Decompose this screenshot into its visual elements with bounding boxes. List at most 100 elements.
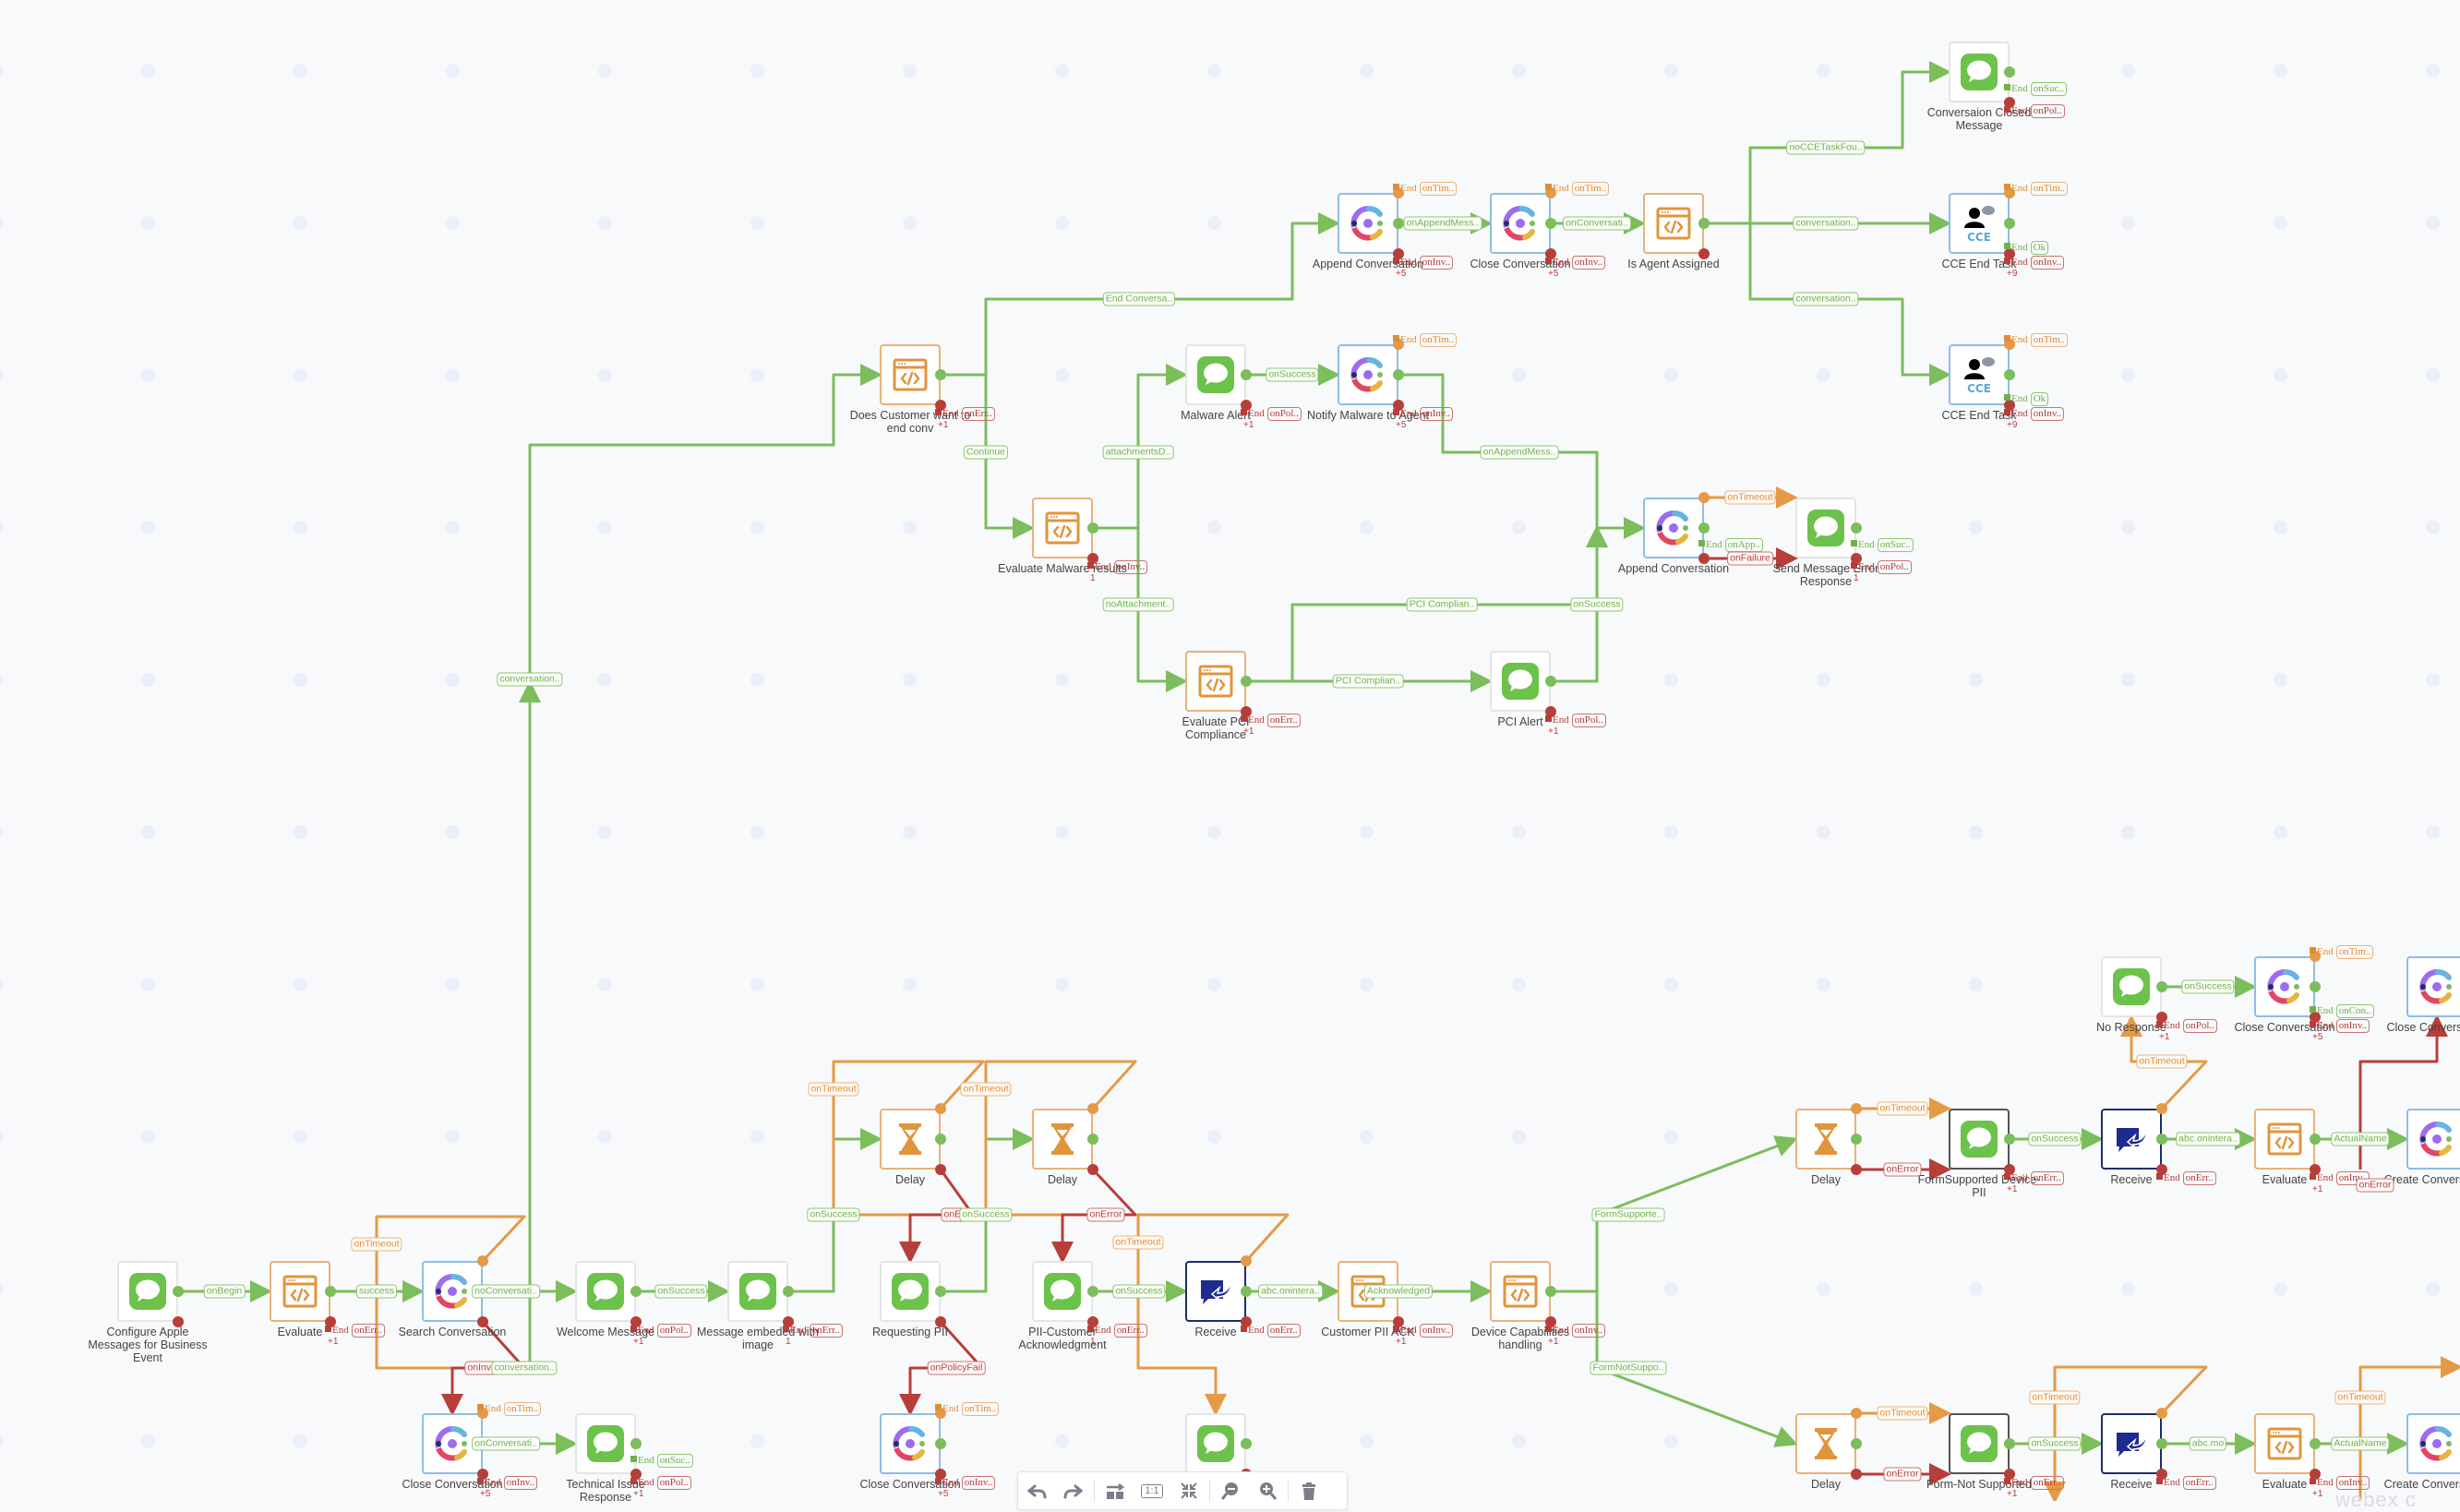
edge-label[interactable]: onTimeout [960,1082,1012,1097]
edge-label[interactable]: onSuccess [959,1207,1013,1222]
flow-node-msg[interactable] [1795,498,1856,558]
success-port[interactable] [2004,1134,2015,1145]
edge-label[interactable]: onTimeout [1877,1406,1928,1421]
actual-size-button[interactable]: 1:1 [1134,1476,1170,1506]
success-port[interactable] [2004,66,2015,78]
edge-label[interactable]: abc.onintera.. [1258,1284,1323,1299]
error-port[interactable] [1698,553,1710,564]
success-port[interactable] [2310,981,2321,992]
zoom-out-button[interactable] [1212,1476,1249,1506]
edge-label[interactable]: conversation.. [497,672,563,687]
error-port[interactable] [2004,248,2015,259]
error-port[interactable] [1851,553,1862,564]
flow-node-conv[interactable] [2406,1109,2460,1170]
edge-label[interactable]: onTimeout [2136,1054,2188,1069]
edge-label[interactable]: onTimeout [808,1082,859,1097]
timeout-port[interactable] [1851,1408,1862,1419]
flow-node-eval[interactable] [270,1261,330,1322]
edge-label[interactable]: onError [1883,1467,1922,1482]
flow-node-delay[interactable] [1032,1109,1093,1170]
success-port[interactable] [2310,1134,2321,1145]
edge-ok[interactable] [1551,525,1608,683]
edge-label[interactable]: onAppendMess.. [1480,445,1559,460]
auto-layout-button[interactable] [1097,1476,1134,1506]
flow-node-eval[interactable] [1490,1261,1551,1322]
flow-node-eval[interactable] [1643,193,1704,254]
flow-node-msg[interactable] [727,1261,788,1322]
error-port[interactable] [1851,1164,1862,1175]
error-port[interactable] [1241,400,1252,411]
edge-label[interactable]: onSuccess [2181,979,2235,994]
edge-ok[interactable] [1551,1135,1798,1293]
flow-node-conv[interactable] [1643,498,1704,558]
timeout-port[interactable] [1393,187,1404,198]
edge-label[interactable]: onTimeout [1877,1101,1928,1116]
error-port[interactable] [630,1316,642,1327]
edge-label[interactable]: Acknowledged [1363,1284,1434,1299]
timeout-port[interactable] [477,1255,488,1266]
timeout-port[interactable] [1851,1103,1862,1114]
flow-node-msg[interactable] [2101,956,2162,1017]
flow-node-eval[interactable] [2254,1413,2315,1474]
success-port[interactable] [1545,1286,1556,1297]
redo-button[interactable] [1055,1476,1092,1506]
error-port[interactable] [1393,248,1404,259]
edge-label[interactable]: onTimeout [1724,490,1776,505]
error-port[interactable] [1851,1469,1862,1480]
success-port[interactable] [2156,1134,2167,1145]
success-port[interactable] [2004,1438,2015,1449]
edge-ok[interactable] [528,364,882,1370]
error-port[interactable] [2004,1469,2015,1480]
edge-label[interactable]: onTimeout [2029,1390,2081,1405]
error-port[interactable] [783,1316,794,1327]
edge-label[interactable]: onError [1883,1162,1922,1177]
flow-node-delay[interactable] [880,1109,941,1170]
error-port[interactable] [325,1316,336,1327]
fit-to-screen-button[interactable] [1170,1476,1207,1506]
error-port[interactable] [2156,1164,2167,1175]
flow-node-msg[interactable] [880,1261,941,1322]
success-port[interactable] [1241,1286,1252,1297]
error-port[interactable] [630,1469,642,1480]
error-port[interactable] [1241,1316,1252,1327]
success-port[interactable] [2310,1438,2321,1449]
edge-label[interactable]: onSuccess [2028,1132,2082,1146]
edge-label[interactable]: onSuccess [1112,1284,1166,1299]
flow-node-msg[interactable] [575,1413,636,1474]
error-port[interactable] [1087,1164,1098,1175]
flow-node-conv[interactable] [2406,1413,2460,1474]
edge-label[interactable]: onTimeout [2334,1390,2386,1405]
error-port[interactable] [935,1316,946,1327]
edge-label[interactable]: conversation.. [1793,216,1859,231]
success-port[interactable] [1698,522,1710,534]
success-port[interactable] [2004,218,2015,229]
error-port[interactable] [1241,706,1252,717]
timeout-port[interactable] [2156,1103,2167,1114]
success-port[interactable] [325,1286,336,1297]
edge-err[interactable] [2358,1014,2448,1170]
edge-label[interactable]: success [356,1284,397,1299]
timeout-port[interactable] [935,1103,946,1114]
flow-node-eval[interactable] [2254,1109,2315,1170]
flow-node-msg[interactable] [1032,1261,1093,1322]
